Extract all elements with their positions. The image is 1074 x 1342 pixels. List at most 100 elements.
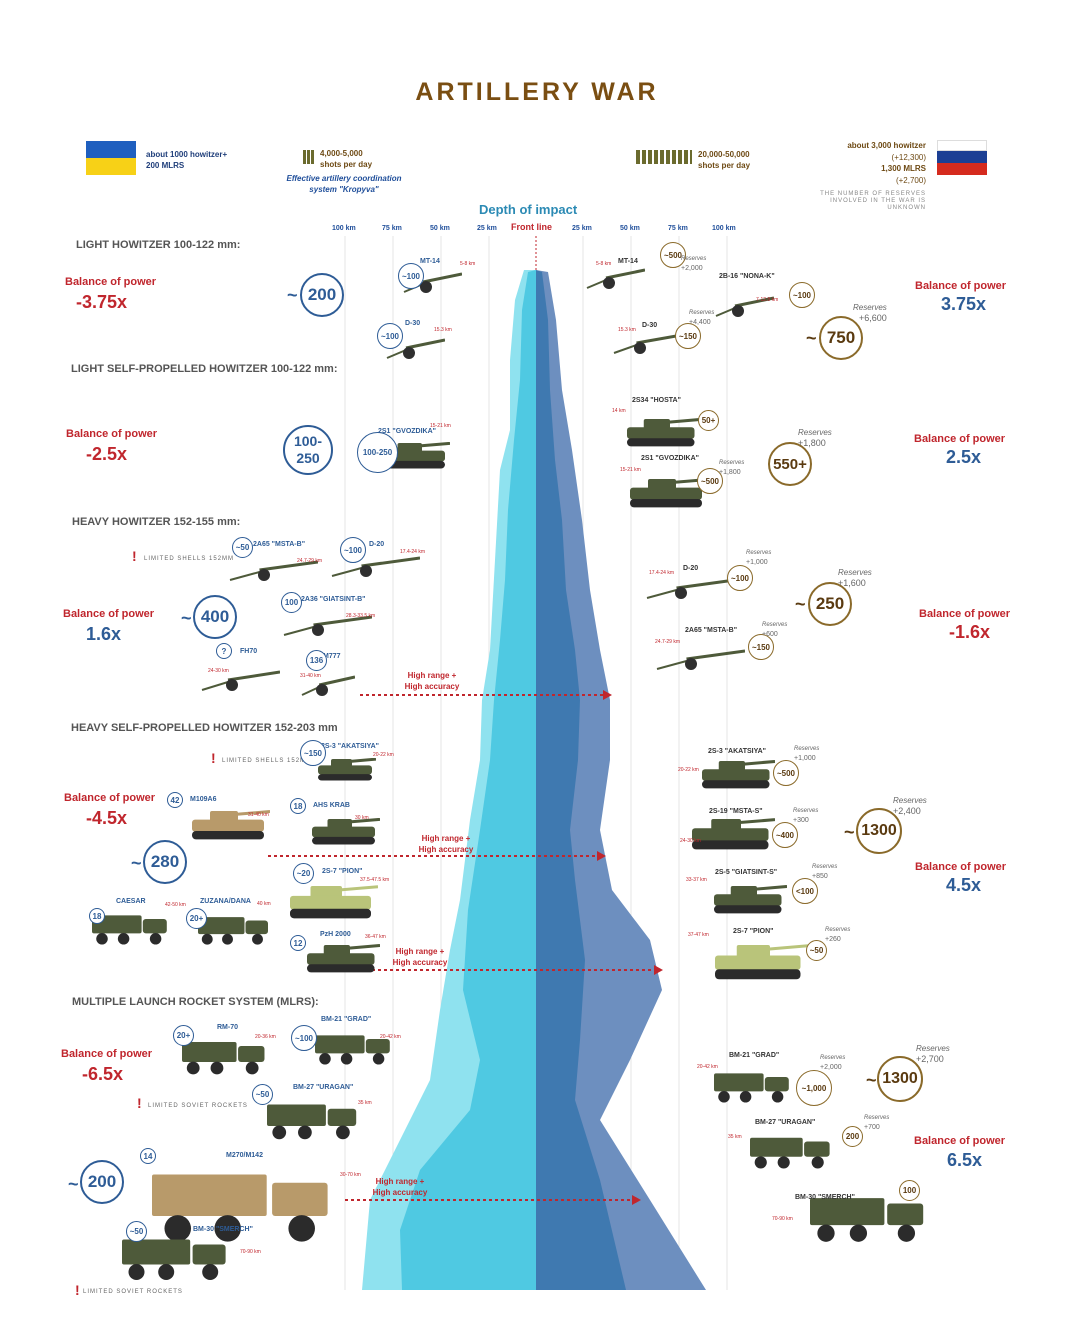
ru-weapon-range-akatsiya: 20-22 km bbox=[678, 767, 699, 773]
ru-weapon-reserve-value-pion: +260 bbox=[825, 936, 841, 943]
ru-weapon-count-msta_s: ~400 bbox=[772, 822, 798, 848]
bop-label-ru-s3: Balance of power bbox=[919, 608, 1011, 620]
ua-weapon-range-rm70: 20-36 km bbox=[255, 1034, 276, 1040]
bop-value-ua-s2: -2.5x bbox=[86, 444, 128, 464]
ua-weapon-range-m777: 31-40 km bbox=[300, 673, 321, 679]
ua-total-s5: 200 bbox=[80, 1160, 124, 1204]
ua-weapon-count-fh70: ? bbox=[216, 643, 232, 659]
section-light-sp-howitzer: LIGHT SELF-PROPELLED HOWITZER 100-122 mm… bbox=[71, 363, 338, 375]
ua-weapon-name-pion: 2S-7 "PION" bbox=[322, 868, 363, 875]
ua-weapon-range-msta_b: 24.7-29 km bbox=[297, 558, 323, 564]
ru-weapon-range-msta_s: 24-30 km bbox=[680, 838, 701, 844]
ru-weapon-reserve-d20: Reserves +1,000 bbox=[746, 548, 771, 567]
limited-shells-s3: LIMITED SHELLS 152MM bbox=[144, 556, 235, 562]
ru-gun-image bbox=[655, 649, 746, 676]
ua-weapon-name-d20: D-20 bbox=[369, 541, 385, 548]
ru-weapon-range-uragan: 35 km bbox=[728, 1134, 742, 1140]
ua-weapon-range-krab: 30 km bbox=[355, 815, 369, 821]
ru-weapon-reserve-pion: Reserves+260 bbox=[825, 925, 850, 944]
ua-total-prefix-s5: ~ bbox=[68, 1174, 79, 1194]
page-title: ARTILLERY WAR bbox=[415, 78, 659, 106]
tick-left-100: 100 km bbox=[332, 225, 356, 232]
ua-shots: 4,000-5,000 shots per day bbox=[320, 149, 373, 169]
ru-weapon-count-mt14: ~500 bbox=[660, 242, 686, 268]
ru-weapon-name-akatsiya: 2S-3 "AKATSIYA" bbox=[708, 748, 766, 755]
ua-total-s3: 400 bbox=[193, 595, 237, 639]
ru-reserves-s3-label: Reserves bbox=[838, 568, 872, 577]
ru-reserves-s5: Reserves+2,700 bbox=[916, 1043, 950, 1065]
ru-total-prefix-s1: ~ bbox=[806, 328, 817, 348]
bop-label-ru-s5: Balance of power bbox=[914, 1135, 1006, 1147]
ru-weapon-range-d30: 15.3 km bbox=[618, 327, 636, 333]
ua-truck-image bbox=[150, 1162, 335, 1250]
ru-mlrs: 1,300 MLRS bbox=[881, 164, 926, 173]
ru-weapon-range-smerch: 70-90 km bbox=[772, 1216, 793, 1222]
ua-weapon-range-d20: 17.4-24 km bbox=[400, 549, 426, 555]
ua-weapon-range-pzh: 36-47 km bbox=[365, 934, 386, 940]
ru-weapon-reserve-gvozdika: Reserves+1,800 bbox=[719, 458, 744, 477]
ua-stock: about 1000 howitzer+ 200 MLRS bbox=[146, 150, 228, 170]
warning-icon: ! bbox=[132, 548, 137, 564]
ua-weapon-range-d30: 15.3 km bbox=[434, 327, 452, 333]
ua-weapon-name-d30: D-30 bbox=[405, 320, 421, 327]
ua-weapon-name-m109: M109A6 bbox=[190, 796, 217, 803]
tick-right-50: 50 km bbox=[620, 225, 640, 232]
ru-weapon-reserve-label-akatsiya: Reserves bbox=[794, 746, 820, 752]
ru-truck-image bbox=[808, 1190, 928, 1249]
ru-reserves-note: THE NUMBER OF RESERVES INVOLVED IN THE W… bbox=[820, 191, 926, 211]
ua-weapon-count-caesar: 18 bbox=[89, 908, 105, 924]
ru-weapon-count-msta_b: ~150 bbox=[748, 634, 774, 660]
ru-reserves-s4-label: Reserves bbox=[893, 796, 927, 805]
limited-rockets-s5a: LIMITED SOVIET ROCKETS bbox=[148, 1103, 248, 1109]
ru-reserves-s1-label: Reserves bbox=[853, 303, 887, 312]
ua-weapon-name-grad: BM-21 "GRAD" bbox=[321, 1016, 372, 1023]
ua-weapon-range-m109: 31-40 km bbox=[248, 812, 269, 818]
ua-truck-image bbox=[313, 1030, 393, 1071]
bop-value-ru-s5: 6.5x bbox=[947, 1150, 983, 1170]
ua-weapon-count-d20: ~100 bbox=[340, 537, 366, 563]
bop-value-ru-s3: -1.6x bbox=[949, 622, 991, 642]
ru-weapon-reserve-label-d30: Reserves bbox=[689, 310, 715, 316]
ru-reserves-s3-value: +1,600 bbox=[838, 578, 866, 588]
bop-value-ru-s2: 2.5x bbox=[946, 447, 982, 467]
depth-of-impact-heading: Depth of impact bbox=[479, 202, 578, 217]
ua-depth-mid bbox=[400, 270, 536, 1290]
ru-weapon-name-pion: 2S-7 "PION" bbox=[733, 928, 774, 935]
ua-weapon-range-fh70: 24-30 km bbox=[208, 668, 229, 674]
ru-tank-image bbox=[700, 759, 776, 794]
ua-weapon-range-uragan: 35 km bbox=[358, 1100, 372, 1106]
ua-weapon-name-fh70: FH70 bbox=[240, 648, 258, 655]
ru-weapon-name-smerch: BM-30 "SMERCH" bbox=[795, 1194, 855, 1201]
ua-weapon-count-d30: ~100 bbox=[377, 323, 403, 349]
ru-truck-image bbox=[748, 1132, 833, 1175]
ru-weapon-reserve-value-msta_s: +300 bbox=[793, 817, 809, 824]
ua-weapon-count-pion: ~20 bbox=[293, 863, 314, 884]
ru-weapon-range-nona: 7-12.8 km bbox=[756, 297, 779, 303]
russia-flag bbox=[937, 140, 987, 175]
ru-weapon-reserve-value-mt14: +2,000 bbox=[681, 265, 703, 272]
high-range-label-s3: High range + High accuracy bbox=[404, 671, 460, 691]
warning-icon: ! bbox=[75, 1282, 80, 1298]
ua-weapon-name-pzh: PzH 2000 bbox=[320, 931, 351, 938]
tick-left-75: 75 km bbox=[382, 225, 402, 232]
ua-tank-image bbox=[305, 943, 381, 978]
ru-weapon-name-grad: BM-21 "GRAD" bbox=[729, 1052, 780, 1059]
ru-weapon-reserve-value-d20: +1,000 bbox=[746, 559, 768, 566]
ua-gun-image bbox=[228, 560, 319, 587]
ru-weapon-count-pion: ~50 bbox=[806, 940, 827, 961]
ru-weapon-range-msta_b: 24.7-29 km bbox=[655, 639, 681, 645]
bop-label-ua-s2: Balance of power bbox=[66, 428, 158, 440]
ua-weapon-name-msta_b: 2A65 "MSTA-B" bbox=[253, 541, 306, 548]
limited-rockets-s5b: LIMITED SOVIET ROCKETS bbox=[83, 1289, 183, 1295]
ru-reserves-s2-label: Reserves bbox=[798, 428, 832, 437]
ru-weapon-reserve-label-d20: Reserves bbox=[746, 550, 772, 556]
limited-shells-s4: LIMITED SHELLS 152MM bbox=[222, 758, 313, 764]
ua-total-s2: 100- 250 bbox=[283, 425, 333, 475]
section-light-howitzer: LIGHT HOWITZER 100-122 mm: bbox=[76, 239, 241, 251]
ru-weapon-reserve-label-giatsint_s: Reserves bbox=[812, 864, 838, 870]
ua-weapon-name-uragan: BM-27 "URAGAN" bbox=[293, 1084, 354, 1091]
bop-value-ru-s4: 4.5x bbox=[946, 875, 982, 895]
ru-reserves-s4: Reserves+2,400 bbox=[893, 795, 927, 817]
ru-total-s3: 250 bbox=[808, 582, 852, 626]
